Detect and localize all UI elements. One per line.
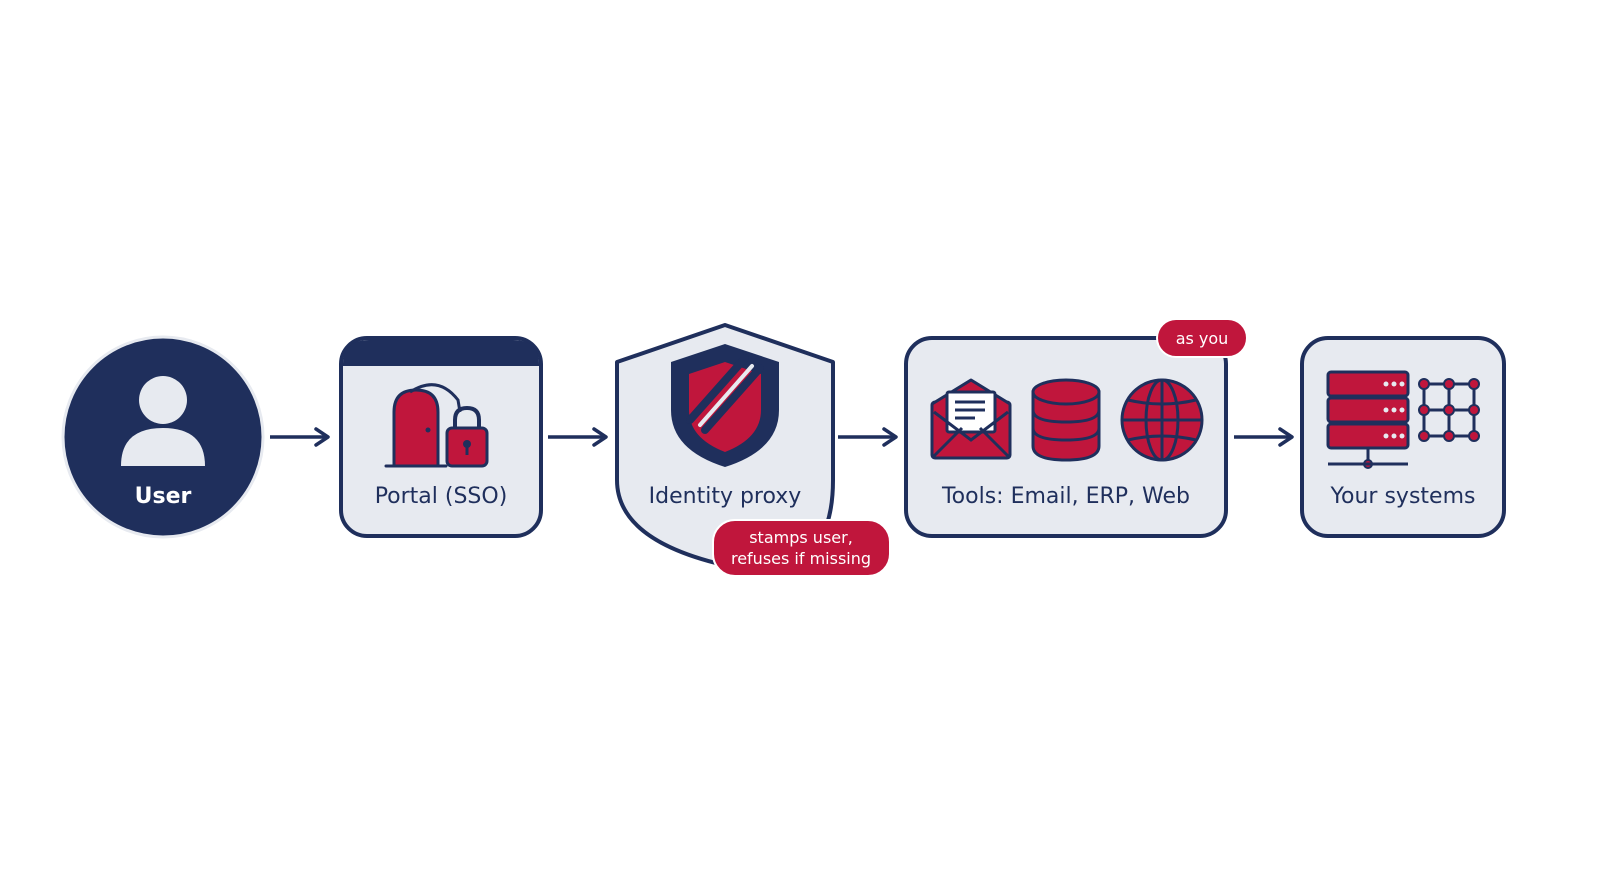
node-tools: Tools: Email, ERP, Web as you xyxy=(904,318,1248,538)
network-grid-icon xyxy=(1418,378,1480,442)
systems-label: Your systems xyxy=(1330,484,1476,509)
proxy-callout: stamps user, refuses if missing xyxy=(712,519,891,577)
user-label: User xyxy=(135,484,192,509)
node-systems: Your systems xyxy=(1300,336,1506,538)
proxy-callout-pill xyxy=(712,519,891,577)
portal-title-bar xyxy=(343,340,539,366)
proxy-label: Identity proxy xyxy=(649,484,802,509)
node-proxy: Identity proxy stamps user, refuses if m… xyxy=(615,323,891,577)
tools-callout: as you xyxy=(1156,318,1248,358)
node-user: User xyxy=(61,335,265,539)
database-icon xyxy=(1031,378,1101,462)
proxy-callout-line2: refuses if missing xyxy=(731,549,871,568)
person-icon xyxy=(121,376,205,466)
server-rack-icon xyxy=(1326,370,1410,469)
tools-callout-pill xyxy=(1156,318,1248,358)
portal-window xyxy=(339,336,543,538)
tools-label: Tools: Email, ERP, Web xyxy=(941,484,1190,509)
globe-icon xyxy=(1120,378,1204,462)
portal-label: Portal (SSO) xyxy=(375,484,508,509)
tools-callout-text: as you xyxy=(1176,329,1229,348)
node-portal: Portal (SSO) xyxy=(339,336,543,538)
door-lock-icon xyxy=(384,383,489,468)
shield-icon xyxy=(671,344,779,467)
envelope-icon xyxy=(930,378,1012,460)
proxy-callout-line1: stamps user, xyxy=(749,528,853,547)
